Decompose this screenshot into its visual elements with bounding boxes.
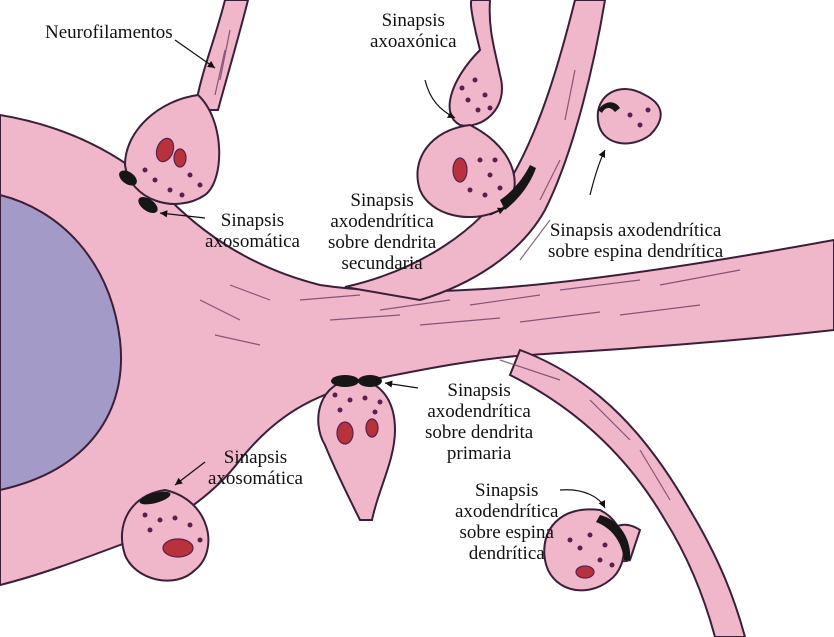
label-axosomatic-synapse-bottom: Sinapsis axosomática [208, 447, 303, 489]
label-line: axodendrítica [328, 211, 436, 232]
label-line: Sinapsis [425, 380, 533, 401]
label-line: sobre dendrita [328, 232, 436, 253]
label-line: Sinapsis [370, 10, 457, 31]
label-line: Sinapsis [328, 190, 436, 211]
label-line: dendrítica [455, 543, 558, 564]
label-line: sobre dendrita [425, 422, 533, 443]
label-axodendritic-secondary: Sinapsis axodendrítica sobre dendrita se… [328, 190, 436, 274]
label-line: Sinapsis axodendrítica [548, 220, 723, 241]
bouton-axoaxonic [450, 0, 502, 126]
label-axodendritic-primary: Sinapsis axodendrítica sobre dendrita pr… [425, 380, 533, 464]
label-axoaxonic-synapse: Sinapsis axoaxónica [370, 10, 457, 52]
label-neurofilaments: Neurofilamentos [45, 22, 173, 43]
label-line: Neurofilamentos [45, 22, 173, 43]
label-line: axosomática [205, 231, 300, 252]
bouton-axodendritic-primary [318, 380, 395, 520]
label-line: Sinapsis [208, 447, 303, 468]
label-line: secundaria [328, 253, 436, 274]
label-line: primaria [425, 443, 533, 464]
label-line: axosomática [208, 468, 303, 489]
label-line: axodendrítica [455, 501, 558, 522]
label-line: Sinapsis [205, 210, 300, 231]
label-line: Sinapsis [455, 480, 558, 501]
label-line: sobre espina [455, 522, 558, 543]
label-axosomatic-synapse-top: Sinapsis axosomática [205, 210, 300, 252]
label-line: axodendrítica [425, 401, 533, 422]
label-line: sobre espina dendrítica [548, 241, 723, 262]
label-line: axoaxónica [370, 31, 457, 52]
label-axodendritic-spine-bottom: Sinapsis axodendrítica sobre espina dend… [455, 480, 558, 564]
label-axodendritic-spine-top: Sinapsis axodendrítica sobre espina dend… [548, 220, 723, 262]
